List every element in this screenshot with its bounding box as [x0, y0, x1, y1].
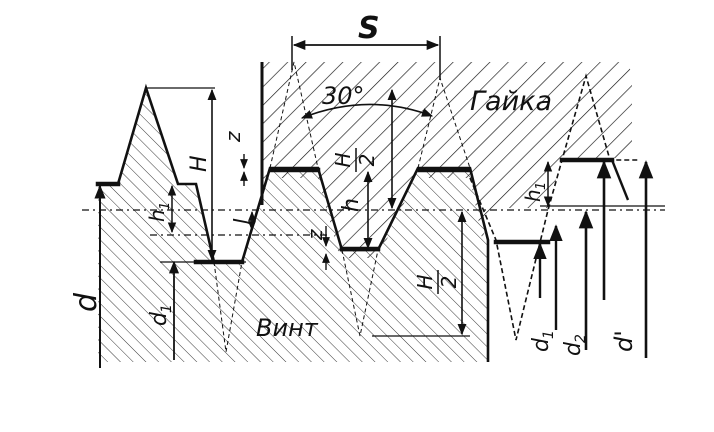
- nut-profile-line: [469, 73, 640, 341]
- J-label: J: [229, 218, 253, 228]
- d2-sub: 2: [573, 334, 589, 343]
- d-prime-slash: [610, 159, 630, 201]
- d-prime-label: d': [610, 330, 638, 352]
- angle-arc: [300, 103, 434, 119]
- z-bottom-label: z: [303, 229, 327, 241]
- H-half-top-den: 2: [355, 154, 379, 167]
- H-half-top-label: H 2: [331, 148, 379, 172]
- H-half-top-num: H: [331, 152, 355, 167]
- d1-left-main: d: [147, 311, 172, 326]
- pitch-label: S: [358, 11, 380, 46]
- d-label: d: [69, 292, 104, 312]
- d2-label: d 2: [561, 334, 589, 356]
- h1-right-main: h: [521, 189, 545, 202]
- h1-left-main: h: [145, 209, 169, 222]
- z-top-label: z: [221, 131, 245, 143]
- screw-section: [98, 88, 488, 362]
- theoretical-profile-line-2: [269, 61, 319, 169]
- H-half-bottom-label: H 2: [413, 270, 461, 294]
- d1-right-label: d 1: [529, 330, 557, 352]
- angle-label: 30°: [322, 82, 365, 110]
- H-left-label: H: [187, 155, 212, 172]
- h-label: h: [339, 198, 364, 212]
- d1-right-sub: 1: [541, 330, 557, 339]
- h1-right-label: h 1: [521, 182, 549, 202]
- theoretical-profile-line-3: [341, 249, 379, 337]
- h1-right-sub: 1: [534, 182, 549, 190]
- screw-label: Винт: [256, 314, 319, 342]
- d1-left-label: d 1: [147, 304, 175, 326]
- nut-label: Гайка: [470, 86, 552, 117]
- h1-left-sub: 1: [158, 202, 173, 210]
- H-half-bottom-den: 2: [437, 276, 461, 289]
- h1-left-label: h 1: [145, 202, 173, 222]
- d1-left-sub: 1: [159, 304, 175, 313]
- d1-right-main: d: [529, 337, 554, 352]
- d2-main: d: [561, 341, 586, 356]
- H-half-bottom-num: H: [413, 274, 437, 289]
- theoretical-profile-line: [213, 261, 243, 353]
